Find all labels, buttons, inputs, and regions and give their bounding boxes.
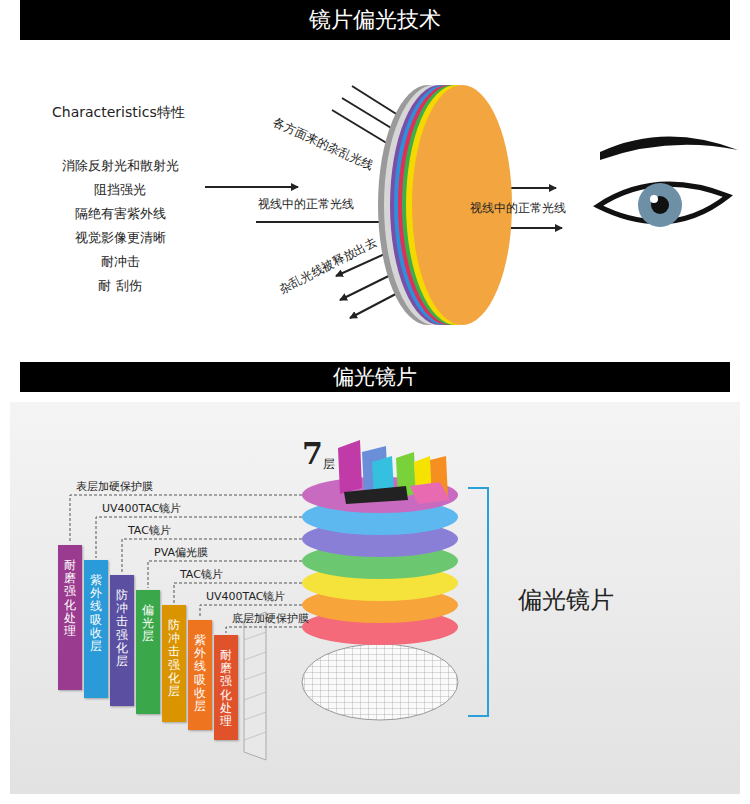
layer-band: 紫外线吸收层 xyxy=(188,620,212,730)
label: 7 xyxy=(302,436,323,472)
band-text: 防冲击强化层 xyxy=(168,619,180,698)
band-text: 耐磨强化处理 xyxy=(220,649,232,728)
layer-band: 耐磨强化处理 xyxy=(58,545,82,690)
band-text: 紫外线吸收层 xyxy=(90,574,102,653)
leader-line xyxy=(174,583,302,603)
layer-label: PVA偏光膜 xyxy=(154,546,208,559)
label: 各方面来的杂乱光线 xyxy=(269,115,377,174)
layer-label: 底层加硬保护膜 xyxy=(232,612,309,625)
band-text: 防冲击强化层 xyxy=(116,589,128,668)
label: 视觉影像更清晰 xyxy=(50,230,190,246)
label: 层 xyxy=(323,457,335,471)
layer-band: 防冲击强化层 xyxy=(162,605,186,722)
band-text: 耐磨强化处理 xyxy=(64,559,76,638)
label: 阻挡强光 xyxy=(50,182,190,198)
label: 耐 刮伤 xyxy=(50,278,190,294)
label: Characteristics特性 xyxy=(52,104,185,121)
layer-label: 表层加硬保护膜 xyxy=(76,480,153,493)
leader-line xyxy=(226,627,302,633)
layer-label: TAC镜片 xyxy=(128,524,171,537)
label: 偏光镜片 xyxy=(0,365,750,390)
label: 偏光镜片 xyxy=(518,586,614,615)
label: 耐冲击 xyxy=(50,254,190,270)
layer-label: UV400TAC镜片 xyxy=(102,502,181,515)
label: 消除反射光和散射光 xyxy=(50,158,190,174)
leader-line xyxy=(122,539,302,573)
layer-band: 紫外线吸收层 xyxy=(84,560,108,698)
band-text: 偏光层 xyxy=(142,604,154,644)
band-text: 紫外线吸收层 xyxy=(194,634,206,713)
layer-band: 耐磨强化处理 xyxy=(214,635,238,740)
leader-line xyxy=(148,561,302,588)
layer-band: 防冲击强化层 xyxy=(110,575,134,706)
label: 视线中的正常光线 xyxy=(470,201,566,215)
layer-band: 偏光层 xyxy=(136,590,160,714)
label: 视线中的正常光线 xyxy=(256,197,356,211)
layer-label: UV400TAC镜片 xyxy=(206,590,285,603)
leader-line xyxy=(70,495,302,543)
label: 隔绝有害紫外线 xyxy=(50,206,190,222)
layer-label: TAC镜片 xyxy=(180,568,223,581)
title-text: 镜片偏光技术 xyxy=(0,7,750,33)
